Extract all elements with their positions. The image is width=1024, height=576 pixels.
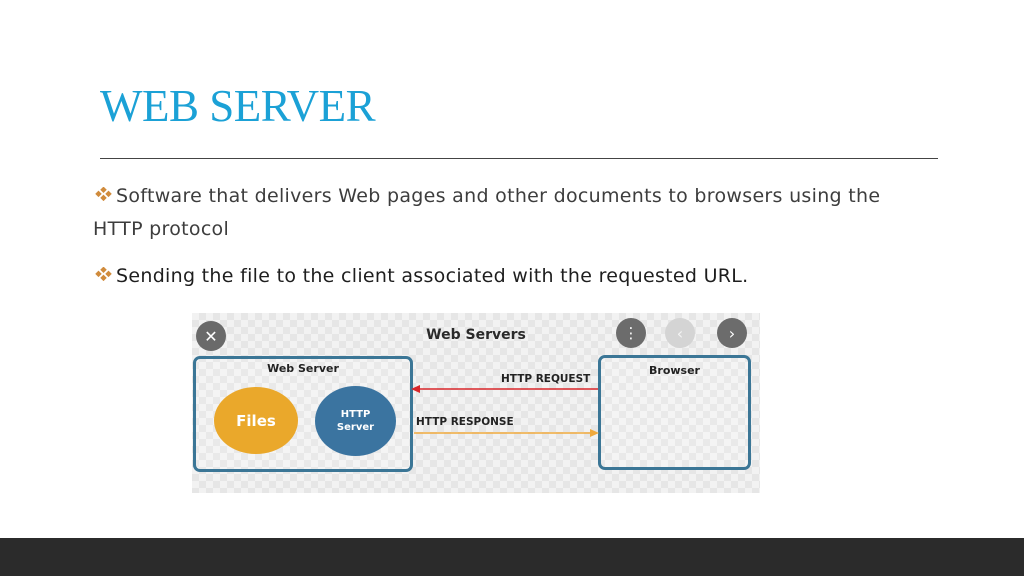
- chevron-left-icon[interactable]: ‹: [665, 318, 695, 348]
- files-label: Files: [236, 411, 276, 430]
- title-divider: [100, 158, 938, 159]
- browser-label: Browser: [649, 364, 700, 377]
- diagram-title: Web Servers: [426, 327, 526, 343]
- web-server-box: Web Server Files HTTP Server: [193, 356, 413, 472]
- bullet-text: Sending the file to the client associate…: [116, 265, 749, 287]
- request-label: HTTP REQUEST: [501, 373, 591, 385]
- web-server-diagram: ✕ Web Servers ⋮ ‹ › Web Server Files HTT…: [192, 313, 760, 493]
- bullet-item: Software that delivers Web pages and oth…: [93, 180, 933, 246]
- chevron-right-icon[interactable]: ›: [717, 318, 747, 348]
- slide-title: WEB SERVER: [100, 81, 376, 131]
- files-circle: Files: [214, 387, 298, 454]
- web-server-label: Web Server: [267, 362, 339, 375]
- close-icon[interactable]: ✕: [196, 321, 226, 351]
- http-server-label-line2: Server: [336, 422, 375, 433]
- more-vertical-icon[interactable]: ⋮: [616, 318, 646, 348]
- footer-bar: [0, 538, 1024, 576]
- bullet-list: Software that delivers Web pages and oth…: [93, 180, 933, 307]
- http-server-circle: HTTP Server: [315, 386, 396, 456]
- browser-box: Browser: [598, 355, 751, 470]
- diamond-bullet-icon: [95, 267, 112, 281]
- response-label: HTTP RESPONSE: [416, 416, 514, 428]
- http-server-label-line1: HTTP: [340, 409, 371, 420]
- request-arrow: [411, 385, 598, 393]
- diamond-bullet-icon: [95, 187, 112, 201]
- bullet-item: Sending the file to the client associate…: [93, 260, 933, 293]
- response-arrow: [414, 429, 599, 437]
- bullet-text: Software that delivers Web pages and oth…: [93, 185, 881, 240]
- arrows-layer: [411, 385, 599, 437]
